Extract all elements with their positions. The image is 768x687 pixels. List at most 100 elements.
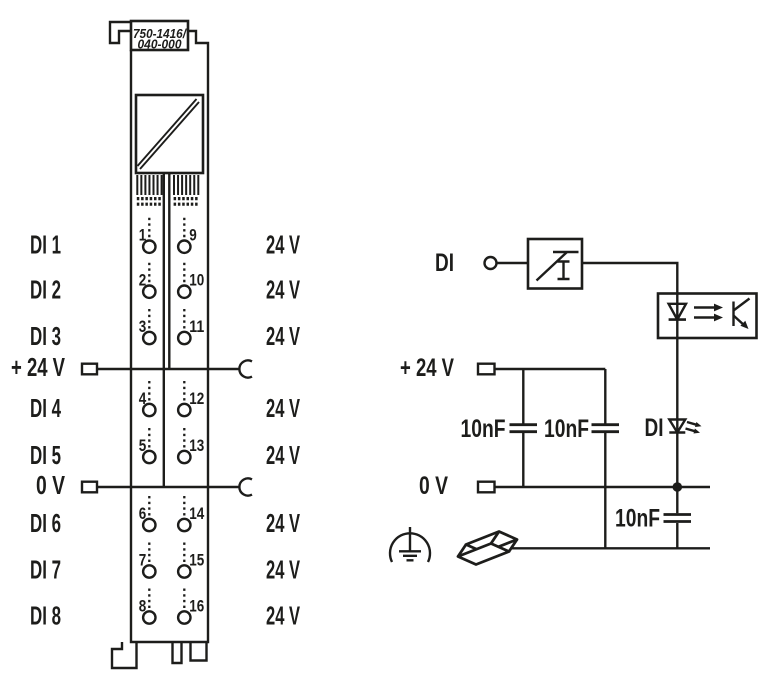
power-rail-0v: 0 V	[36, 472, 253, 500]
capacitor-value: 10nF	[461, 415, 506, 443]
io-row: DI 3 3 11 24 V	[30, 309, 300, 351]
pin-number: 12	[189, 389, 204, 408]
order-label-box	[129, 19, 190, 52]
clamp-contact	[176, 402, 192, 418]
pin-number: 6	[139, 504, 147, 523]
clamp-contact	[176, 239, 192, 255]
pin-number: 3	[139, 317, 147, 336]
internal-bus-lines	[162, 173, 171, 487]
io-row: DI 1 1 9 24 V	[30, 217, 300, 260]
io-row: DI 8 8 16 24 V	[30, 588, 300, 631]
channel-label: DI 7	[30, 557, 61, 585]
capacitor-1: 10nF	[461, 369, 537, 487]
schematic-supply-rail: + 24 V	[400, 354, 606, 382]
optocoupler-icon	[656, 292, 758, 340]
phototransistor-icon	[732, 297, 751, 329]
schematic-zero-rail: 0 V	[419, 472, 710, 500]
order-label: 750-1416/ 040-000	[129, 19, 190, 52]
clamp-contact	[141, 402, 157, 418]
voltage-label: 24 V	[266, 323, 300, 351]
clamp-contact	[141, 517, 157, 533]
channel-label: DI 2	[30, 277, 61, 305]
order-number-line2: 040-000	[138, 37, 183, 52]
power-jumper-contact-icon	[238, 477, 253, 497]
pin-number: 13	[189, 436, 204, 455]
module-outline	[108, 20, 210, 644]
supply-label: + 24 V	[400, 354, 454, 382]
terminal-square-icon	[476, 480, 496, 494]
pin-number: 10	[189, 271, 204, 290]
functional-earth-icon	[388, 527, 432, 563]
capacitor-2: 10nF	[544, 369, 619, 549]
channel-label: DI 4	[30, 395, 62, 423]
clamp-contact	[176, 610, 192, 625]
pin-number: 16	[189, 597, 204, 616]
pin-number: 2	[139, 271, 147, 290]
power-rail-plus24v: + 24 V	[11, 354, 253, 382]
channel-label: DI 1	[30, 232, 61, 260]
diagonal-stripe	[139, 101, 200, 170]
led-icon	[666, 302, 689, 323]
pin-number: 14	[189, 504, 204, 523]
capacitor-value: 10nF	[615, 505, 660, 533]
clamp-contact	[141, 564, 157, 579]
capacitor-icon	[663, 513, 691, 523]
channel-label: DI 8	[30, 603, 61, 631]
capacitor-3: 10nF	[615, 487, 691, 549]
capacitor-icon	[509, 423, 537, 434]
channel-label: DI 5	[30, 442, 61, 470]
led-icon	[667, 418, 688, 435]
mounting-foot-icon	[171, 642, 183, 665]
capacitor-value: 10nF	[544, 415, 589, 443]
signal-wire	[582, 261, 679, 487]
zero-volt-label: 0 V	[36, 472, 65, 500]
pin-number: 11	[189, 317, 204, 336]
release-latch-icon	[108, 20, 131, 45]
electronics-box	[134, 93, 205, 175]
pin-number: 5	[139, 436, 147, 455]
pin-number: 8	[139, 597, 147, 616]
io-row: DI 5 5 13 24 V	[30, 428, 300, 470]
power-jumper-contact-icon	[238, 359, 253, 379]
pin-number: 15	[189, 551, 204, 570]
voltage-label: 24 V	[266, 603, 300, 631]
mounting-foot-icon	[110, 642, 138, 670]
clamp-contact	[141, 239, 157, 255]
led-label: DI	[645, 414, 664, 442]
channel-schematic: DI DI	[388, 237, 758, 566]
voltage-label: 24 V	[266, 557, 300, 585]
voltage-label: 24 V	[266, 232, 300, 260]
clamp-contact	[176, 564, 192, 579]
voltage-label: 24 V	[266, 510, 300, 538]
din-rail-icon	[456, 530, 519, 566]
channel-label: DI 6	[30, 510, 61, 538]
order-number-line1: 750-1416/	[133, 26, 187, 41]
diagonal-stripe	[136, 98, 198, 167]
input-filter-icon	[526, 237, 584, 290]
io-row: DI 6 6 14 24 V	[30, 496, 300, 538]
pin-number: 9	[189, 226, 197, 245]
clamp-contact	[176, 284, 192, 300]
pin-number: 4	[139, 389, 147, 408]
voltage-label: 24 V	[266, 395, 300, 423]
clamp-contact	[141, 330, 157, 346]
pin-number: 1	[139, 226, 147, 245]
io-row: DI 2 2 10 24 V	[30, 262, 300, 305]
input-terminal-icon	[483, 255, 498, 271]
clamp-contact	[176, 330, 192, 346]
io-module: 750-1416/ 040-000 DI 1 1	[11, 19, 300, 670]
mounting-feet	[110, 642, 208, 670]
clamp-contact	[141, 449, 157, 465]
di-input-label: DI	[435, 249, 454, 277]
voltage-label: 24 V	[266, 277, 300, 305]
terminal-square-icon	[80, 362, 99, 376]
clamp-contact	[176, 449, 192, 465]
terminal-square-icon	[476, 362, 496, 376]
io-row: DI 7 7 15 24 V	[30, 542, 300, 585]
io-row: DI 4 4 12 24 V	[30, 381, 300, 423]
clamp-contact	[141, 284, 157, 300]
voltage-label: 24 V	[266, 442, 300, 470]
mounting-foot-icon	[189, 642, 208, 662]
